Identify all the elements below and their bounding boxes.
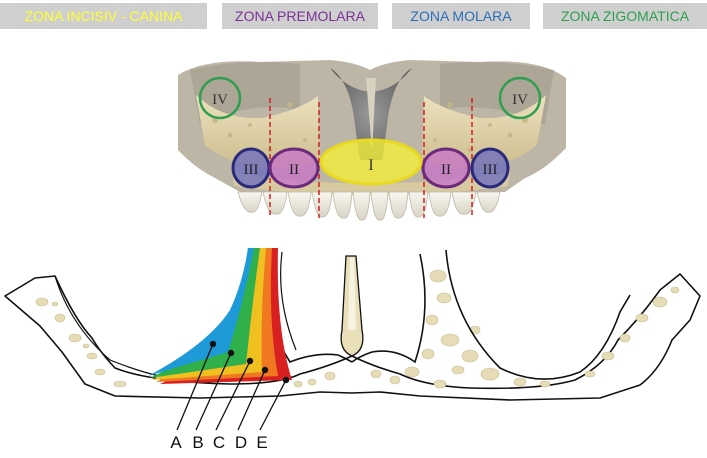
region-label-iv-right: IV	[512, 92, 528, 108]
callout-label-c: C	[213, 433, 225, 452]
callout-point-b	[227, 349, 235, 357]
region-iv-right	[498, 76, 542, 120]
region-ii-left	[268, 147, 320, 189]
bone-texture	[35, 269, 680, 389]
region-label-iv-left: IV	[212, 92, 228, 108]
callout-point-c	[246, 357, 254, 365]
callout-point-a	[209, 340, 217, 348]
region-label-i: I	[368, 157, 373, 174]
zone-tab-incisiv-canina: ZONA INCISIV - CANINA	[0, 3, 207, 29]
callout-label-e: E	[256, 433, 267, 452]
region-ii-right	[421, 147, 471, 189]
callout-label-d: D	[235, 433, 247, 452]
callout-label-b: B	[192, 433, 203, 452]
zone-tab-zigomatica: ZONA ZIGOMATICA	[543, 3, 707, 29]
skull-illustration: IV IV III III II II I	[178, 60, 566, 221]
zone-label-zigomatica: ZONA ZIGOMATICA	[560, 8, 690, 24]
graft-bands	[148, 248, 292, 384]
zone-dividers	[269, 98, 473, 218]
region-i	[319, 138, 423, 186]
region-label-iii-left: III	[244, 162, 259, 178]
zone-label-incisiv-canina: ZONA INCISIV - CANINA	[24, 8, 183, 24]
region-iii-right	[470, 147, 510, 189]
zone-tab-molara: ZONA MOLARA	[392, 3, 530, 29]
region-iv-left	[198, 76, 242, 120]
maxilla-cross-section: A B C D E	[4, 248, 701, 452]
region-label-ii-right: II	[441, 162, 451, 178]
callout-point-d	[261, 366, 269, 374]
zone-label-molara: ZONA MOLARA	[410, 8, 512, 24]
region-label-ii-left: II	[289, 162, 299, 178]
region-label-iii-right: III	[483, 162, 498, 178]
callout-point-e	[282, 376, 290, 384]
zone-label-premolara: ZONA PREMOLARA	[235, 8, 365, 24]
zone-tab-premolara: ZONA PREMOLARA	[222, 3, 378, 29]
callout-label-a: A	[170, 433, 182, 452]
callout-leaders	[176, 343, 287, 431]
